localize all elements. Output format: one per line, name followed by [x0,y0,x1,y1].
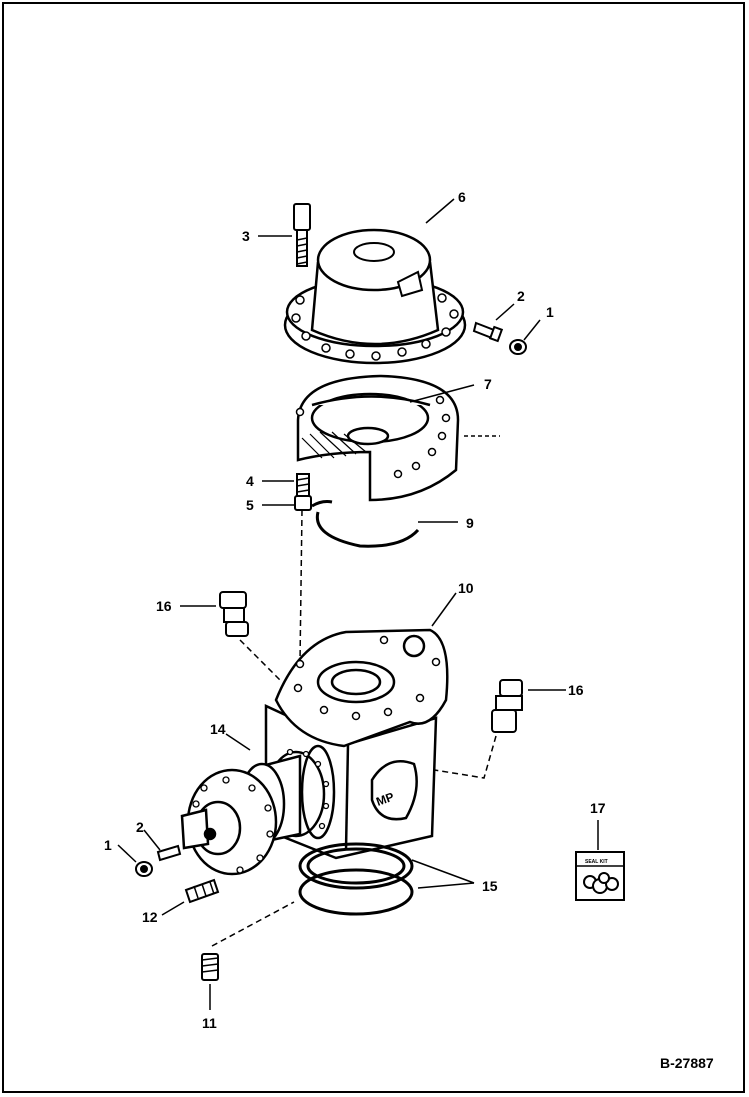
part-2-screw-upper [472,321,504,343]
callout-12: 12 [142,909,158,925]
alignment-line-plug [211,901,295,947]
callout-5: 5 [246,497,254,513]
alignment-line-vertical [299,509,303,663]
callout-15: 15 [482,878,498,894]
part-9-retaining-ring [311,500,420,548]
part-7-hatching [301,431,367,459]
part-10-bolt-holes [293,635,441,721]
part-6-motor-housing [283,228,467,365]
part-14-flange-holes [192,748,330,874]
part-14-flange-assembly [180,744,336,876]
part-16-fitting-right [491,679,523,733]
part-12-screw [184,878,220,904]
callout-labels: 1 2 3 4 5 6 7 9 10 16 16 14 2 1 12 15 11… [104,189,606,1031]
callout-2-lower: 2 [136,819,144,835]
callout-3: 3 [242,228,250,244]
part-1-nut-upper [509,339,527,355]
callout-16-right: 16 [568,682,584,698]
reference-number: B-27887 [660,1055,714,1071]
part-4-5-plug [294,473,312,511]
alignment-line-left-fitting [239,639,281,681]
part-1-nut-lower [135,861,153,877]
part-2-screw-lower [156,844,182,862]
callout-7: 7 [484,376,492,392]
part-16-fitting-left [219,591,249,637]
callout-6: 6 [458,189,466,205]
leader-lines [117,198,599,1010]
part-7-holes [295,395,451,479]
callout-2-upper: 2 [517,288,525,304]
callout-16-left: 16 [156,598,172,614]
part-15-o-rings [298,842,414,916]
callout-11: 11 [202,1015,217,1031]
part-3-bolt [293,203,311,267]
callout-4: 4 [246,473,254,489]
callout-17: 17 [590,800,606,816]
callout-9: 9 [466,515,474,531]
callout-10: 10 [458,580,474,596]
body-marking: MP [374,790,396,809]
callout-14: 14 [210,721,226,737]
part-17-seal-kit-icon [575,851,625,901]
seal-kit-label: SEAL KIT [585,859,608,865]
callout-1-lower: 1 [104,837,112,853]
part-7-cut-section [296,374,460,502]
callout-1-upper: 1 [546,304,554,320]
part-6-bolt-holes [291,293,459,361]
part-11-plug [201,953,219,981]
